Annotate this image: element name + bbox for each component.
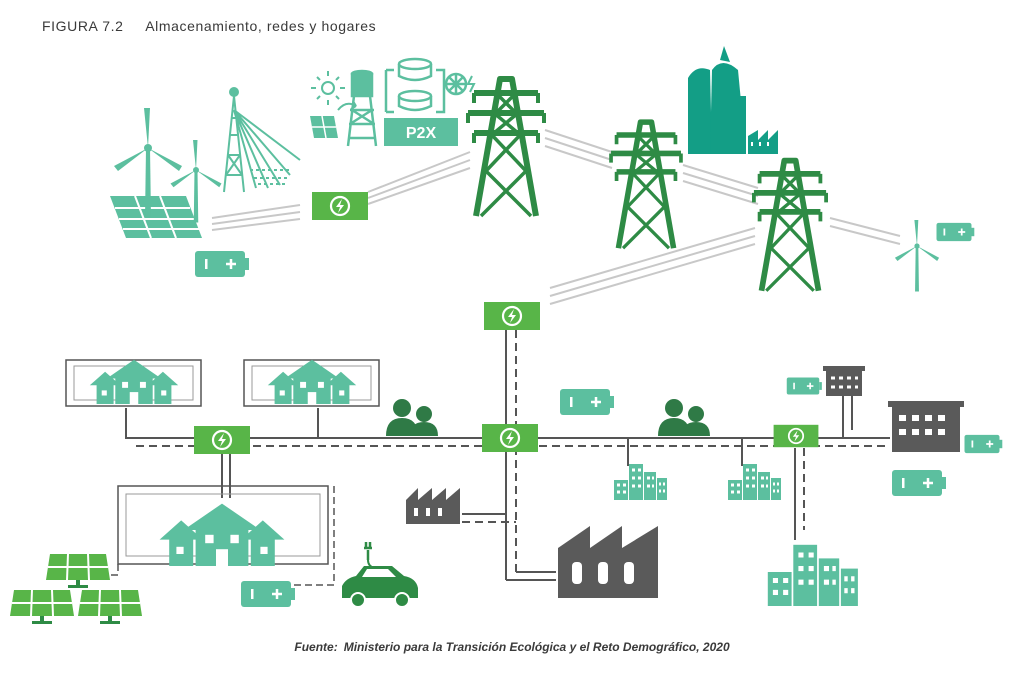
charging-station-icon <box>772 423 820 449</box>
figure-title: Almacenamiento, redes y hogares <box>145 18 377 34</box>
storage-tank-icon <box>384 57 446 114</box>
house-icon <box>159 503 285 566</box>
people-icon <box>386 399 438 436</box>
battery-icon <box>558 387 616 417</box>
battery-icon <box>193 249 251 279</box>
transmission-tower-icon <box>468 79 544 216</box>
solar-panel-icon <box>45 553 111 589</box>
battery-icon <box>785 376 823 396</box>
people-icon <box>658 399 710 436</box>
transmission-lines <box>211 129 901 305</box>
battery-icon <box>890 468 948 498</box>
building-icon <box>768 545 858 606</box>
fan-icon <box>444 72 476 96</box>
p2x-cluster: P2X <box>310 57 476 147</box>
battery-icon <box>935 222 976 242</box>
building-icon <box>612 462 669 502</box>
charging-station-icon <box>310 190 370 222</box>
sun-icon <box>311 71 345 105</box>
battery-icon <box>239 579 297 609</box>
factory-icon <box>558 526 658 598</box>
wind-turbine-icon <box>894 220 940 292</box>
charging-station-icon <box>482 300 542 332</box>
solar-panel-icon <box>77 589 143 625</box>
figure-number: FIGURA 7.2 <box>42 18 124 34</box>
battery-icon <box>963 434 1004 454</box>
office-building-icon <box>888 401 964 452</box>
building-icon <box>726 462 783 502</box>
water-tower-icon <box>346 69 378 147</box>
solar-panel-icon <box>9 589 75 625</box>
electric-car-icon <box>342 542 418 608</box>
transmission-tower-icon <box>611 122 681 248</box>
power-plant-icon <box>688 46 778 154</box>
factory-icon <box>406 488 460 524</box>
charging-station-icon <box>480 422 540 454</box>
charging-station-icon <box>192 424 252 456</box>
transmission-tower-icon <box>754 161 826 291</box>
solar-farm <box>110 195 202 239</box>
solar-panel-icon <box>310 115 338 139</box>
office-building-icon <box>823 366 865 396</box>
antenna-tower-icon <box>223 87 301 193</box>
p2x-label: P2X <box>406 125 437 142</box>
source-label: Fuente: <box>294 640 338 654</box>
figure-header: FIGURA 7.2 Almacenamiento, redes y hogar… <box>42 18 376 34</box>
source-text: Ministerio para la Transición Ecológica … <box>343 640 730 654</box>
source-note: Fuente: Ministerio para la Transición Eco… <box>0 640 1024 654</box>
